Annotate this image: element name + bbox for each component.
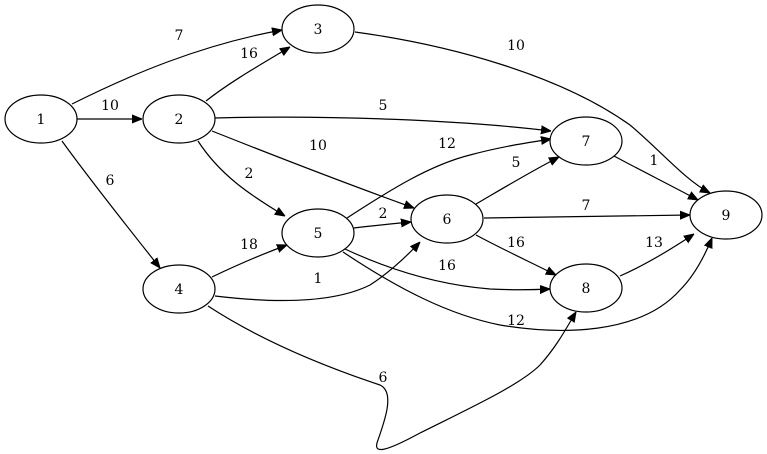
- edge-weight-label: 16: [438, 258, 456, 274]
- edge-6-9: 7: [483, 198, 690, 218]
- node-ellipse: [689, 190, 763, 240]
- edge-line: [354, 31, 710, 193]
- edge-line: [214, 116, 551, 131]
- edge-line: [475, 157, 559, 205]
- edge-weight-label: 7: [175, 28, 184, 44]
- node-ellipse: [410, 194, 484, 244]
- edge-5-7: 12: [346, 136, 551, 219]
- node-4: 4: [142, 264, 216, 314]
- node-label: 5: [314, 226, 323, 242]
- edge-weight-label: 10: [309, 138, 327, 154]
- node-ellipse: [142, 94, 216, 144]
- edge-6-7: 5: [475, 155, 559, 205]
- edge-line: [619, 234, 694, 277]
- edge-line: [71, 30, 282, 105]
- node-ellipse: [549, 116, 623, 166]
- edge-weight-label: 12: [438, 136, 456, 152]
- node-label: 3: [314, 22, 323, 38]
- edge-line: [483, 215, 690, 218]
- edge-line: [346, 139, 551, 219]
- edge-weight-label: 1: [650, 153, 659, 169]
- edge-7-9: 1: [613, 153, 698, 200]
- edge-2-6: 10: [211, 130, 414, 208]
- edge-5-9: 12: [342, 238, 713, 331]
- node-7: 7: [549, 116, 623, 166]
- edge-line: [344, 248, 550, 290]
- edge-weight-label: 13: [645, 235, 663, 251]
- edge-line: [342, 238, 713, 331]
- node-8: 8: [549, 263, 623, 313]
- edge-line: [61, 140, 160, 268]
- edge-weight-label: 5: [512, 155, 521, 171]
- node-label: 1: [37, 112, 46, 128]
- edge-8-9: 13: [619, 234, 694, 277]
- edge-weight-label: 2: [379, 206, 388, 222]
- edge-2-7: 5: [214, 98, 551, 131]
- edge-4-6: 1: [214, 242, 420, 302]
- node-label: 4: [175, 282, 184, 298]
- edge-line: [207, 305, 576, 451]
- node-ellipse: [281, 4, 355, 54]
- node-label: 9: [722, 208, 731, 224]
- edge-line: [205, 47, 290, 102]
- edge-6-8: 16: [475, 234, 556, 275]
- edge-4-8: 6: [207, 305, 576, 451]
- edge-5-6: 2: [353, 206, 411, 229]
- node-5: 5: [281, 208, 355, 258]
- edge-weight-label: 5: [379, 98, 388, 114]
- edge-weight-label: 6: [379, 370, 388, 386]
- node-label: 2: [175, 112, 184, 128]
- node-label: 6: [443, 212, 452, 228]
- edge-line: [197, 140, 285, 216]
- node-ellipse: [4, 94, 78, 144]
- node-6: 6: [410, 194, 484, 244]
- edge-weight-label: 6: [106, 173, 115, 189]
- node-2: 2: [142, 94, 216, 144]
- edge-1-4: 6: [61, 140, 160, 268]
- node-3: 3: [281, 4, 355, 54]
- edge-2-3: 16: [205, 46, 290, 102]
- edge-weight-label: 12: [507, 313, 525, 329]
- edge-weight-label: 10: [101, 98, 119, 114]
- edge-2-5: 2: [197, 140, 285, 216]
- edge-weight-label: 7: [582, 198, 591, 214]
- edge-4-5: 18: [211, 237, 287, 278]
- edge-weight-label: 18: [240, 237, 258, 253]
- node-ellipse: [281, 208, 355, 258]
- edge-weight-label: 16: [240, 46, 258, 62]
- node-1: 1: [4, 94, 78, 144]
- edge-line: [214, 242, 420, 302]
- edge-weight-label: 2: [245, 166, 254, 182]
- edge-line: [353, 222, 411, 229]
- edge-1-2: 10: [77, 98, 142, 119]
- edge-line: [475, 234, 556, 275]
- edge-weight-label: 16: [507, 235, 525, 251]
- edge-line: [613, 155, 698, 200]
- node-9: 9: [689, 190, 763, 240]
- edge-line: [211, 130, 414, 208]
- node-ellipse: [142, 264, 216, 314]
- edge-5-8: 16: [344, 248, 550, 290]
- edge-1-3: 7: [71, 28, 282, 105]
- edge-3-9: 10: [354, 31, 710, 193]
- node-label: 7: [582, 134, 591, 150]
- node-ellipse: [549, 263, 623, 313]
- edge-line: [211, 245, 287, 278]
- node-label: 8: [582, 281, 591, 297]
- edge-weight-label: 1: [314, 271, 323, 287]
- edge-weight-label: 10: [507, 38, 525, 54]
